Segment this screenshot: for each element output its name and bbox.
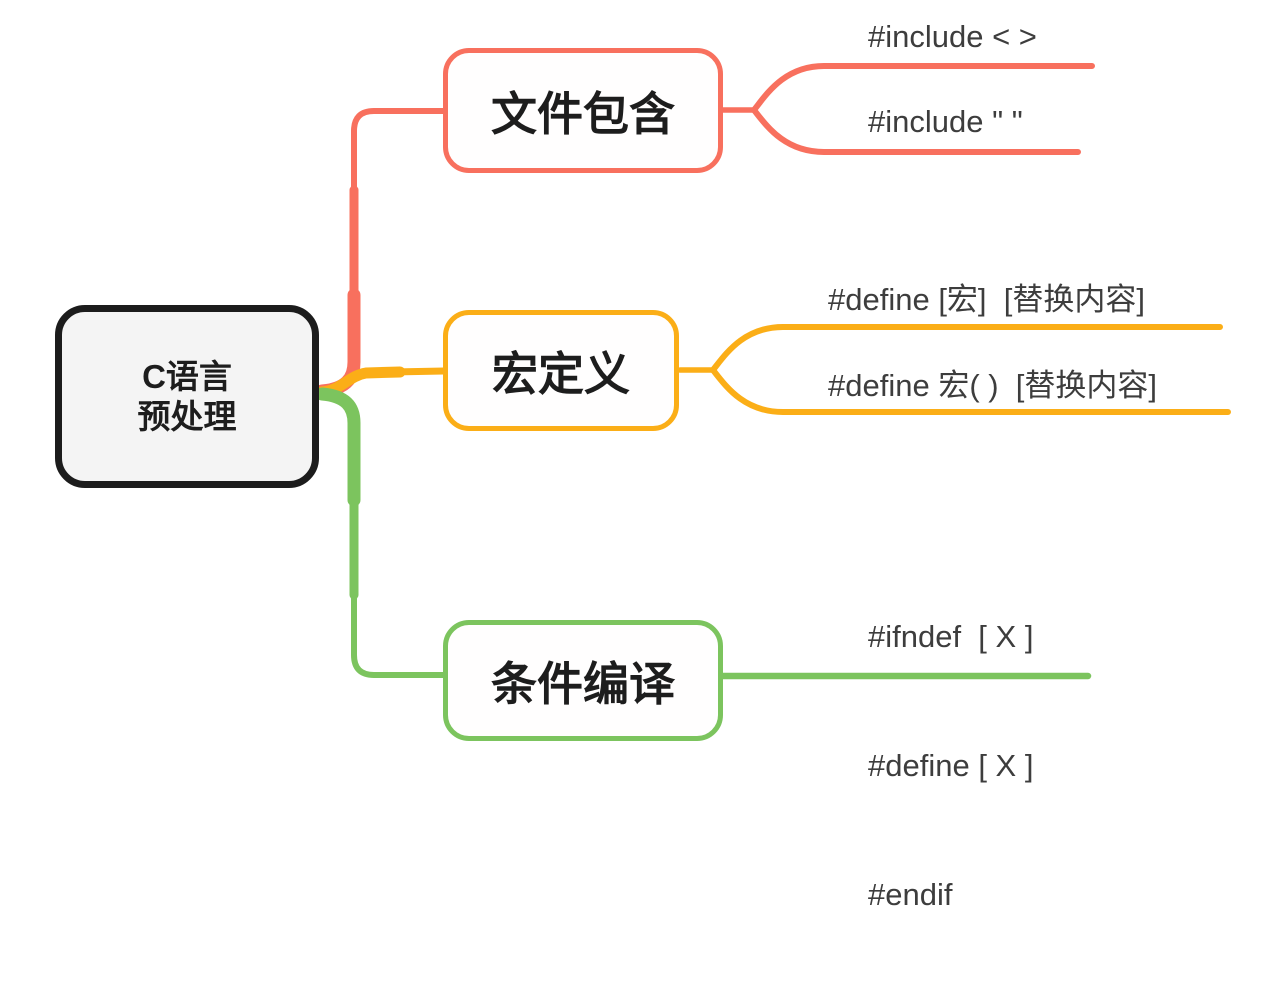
child-topic-define-macro-function[interactable]: #define 宏( ) [替换内容] <box>828 368 1158 403</box>
branch-file-child2-underline <box>751 107 1081 155</box>
branch-macro-child2-underline <box>710 367 1231 415</box>
root-node-title-line1: C语言 <box>142 357 232 395</box>
child-topic-endif-line: #endif <box>868 877 953 912</box>
connector-lines-layer <box>315 63 1231 680</box>
child-topic-include-angle-brackets[interactable]: #include < > <box>868 19 1037 54</box>
branch-cond-trunk-thick-line <box>315 387 361 507</box>
branch-node-file-include-label: 文件包含 <box>491 87 675 140</box>
branch-node-file-include[interactable]: 文件包含 <box>443 48 723 173</box>
branch-node-macro-define[interactable]: 宏定义 <box>443 310 679 431</box>
branch-node-conditional-compile-label: 条件编译 <box>491 657 675 710</box>
branch-macro-child1-underline <box>710 324 1223 373</box>
mindmap-canvas: C语言 预处理 文件包含 宏定义 条件编译 #include < > #incl… <box>55 19 1231 912</box>
branch-file-child1-underline <box>751 63 1095 113</box>
root-node[interactable]: C语言 预处理 <box>55 305 319 488</box>
branch-node-macro-define-label: 宏定义 <box>492 347 630 400</box>
branch-file-trunk-elbow-line <box>351 108 448 199</box>
child-topic-include-quotes[interactable]: #include " " <box>868 104 1023 139</box>
branch-macro-trunk-thick-line <box>316 366 406 398</box>
child-topic-define-line: #define [ X ] <box>868 748 1034 783</box>
child-topic-ifndef-guard[interactable]: #ifndef [ X ] #define [ X ] #endif <box>868 529 1033 1002</box>
root-node-title-line2: 预处理 <box>137 397 237 435</box>
child-topic-ifndef-line: #ifndef [ X ] <box>868 619 1034 654</box>
branch-macro-trunk-thin-line <box>388 367 448 376</box>
branch-cond-trunk-elbow-line <box>351 587 448 678</box>
branch-node-conditional-compile[interactable]: 条件编译 <box>443 620 723 741</box>
child-topic-define-macro[interactable]: #define [宏] [替换内容] <box>828 282 1145 317</box>
